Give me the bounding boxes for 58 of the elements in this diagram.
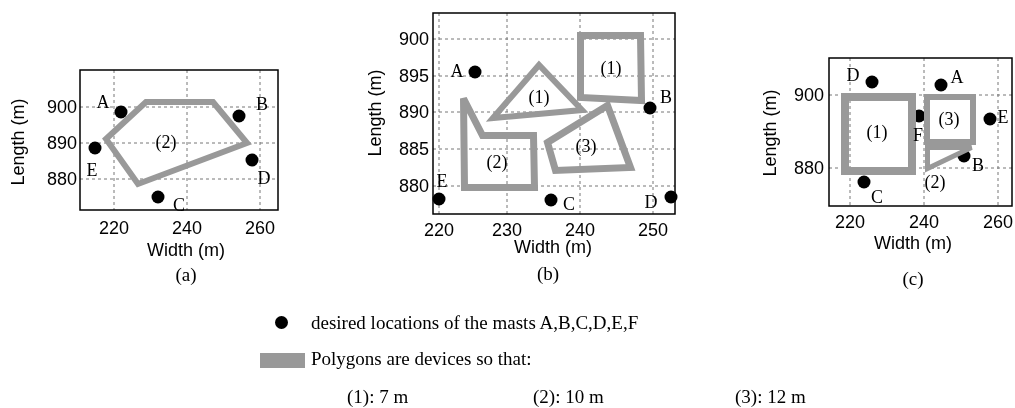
axis-title: Length (m): [366, 69, 384, 157]
point-label: E: [86, 161, 98, 179]
panel-caption: (a): [175, 264, 197, 284]
tick-label: 880: [46, 170, 77, 188]
panel-caption: (c): [902, 268, 924, 288]
polygon-label: (2): [155, 133, 177, 151]
tick-label: 220: [835, 213, 865, 231]
tick-label: 900: [793, 86, 824, 104]
tick-label: 250: [638, 221, 668, 239]
size-note: (2): 10 m: [533, 386, 604, 406]
size-note: (1): 7 m: [347, 386, 409, 406]
point-label: D: [846, 66, 860, 84]
polygon-label: (1): [866, 123, 888, 141]
legend-text: Polygons are devices so that:: [311, 348, 532, 368]
legend-text: desired locations of the masts A,B,C,D,E,F: [311, 312, 639, 332]
point-label: B: [660, 88, 672, 106]
axis-title: Width (m): [874, 234, 952, 252]
point-label: C: [563, 195, 575, 213]
point-label: A: [450, 62, 464, 80]
point-label: A: [96, 93, 110, 111]
point-label: B: [972, 156, 984, 174]
tick-label: 900: [398, 30, 429, 48]
point-label: C: [871, 188, 883, 206]
point-label: E: [436, 172, 448, 190]
axis-title: Length (m): [9, 98, 27, 186]
tick-label: 220: [99, 219, 129, 237]
size-note: (3): 12 m: [735, 386, 806, 406]
tick-label: 260: [983, 213, 1013, 231]
axis-title: Length (m): [761, 89, 779, 177]
point-label: A: [950, 68, 964, 86]
tick-label: 240: [909, 213, 939, 231]
tick-label: 880: [398, 177, 429, 195]
point-label: F: [913, 126, 923, 144]
tick-label: 900: [46, 98, 77, 116]
tick-label: 895: [398, 67, 429, 85]
panel-caption: (b): [536, 263, 560, 283]
tick-label: 240: [565, 221, 595, 239]
polygon-label: (2): [486, 153, 508, 171]
tick-label: 230: [492, 221, 522, 239]
tick-label: 885: [398, 140, 429, 158]
tick-label: 890: [46, 134, 77, 152]
point-label: D: [257, 169, 271, 187]
point-label: B: [256, 95, 268, 113]
tick-label: 260: [245, 219, 275, 237]
polygon-label: (2): [924, 173, 946, 191]
axis-title: Width (m): [147, 241, 225, 259]
polygon-label: (3): [938, 110, 960, 128]
tick-label: 890: [398, 103, 429, 121]
point-label: D: [644, 193, 658, 211]
point-label: E: [997, 108, 1009, 126]
device-polygon: [576, 31, 645, 104]
device-polygon: [924, 94, 976, 145]
polygon-label: (3): [575, 137, 597, 155]
axis-title: Width (m): [514, 238, 592, 256]
tick-label: 220: [424, 221, 454, 239]
tick-label: 880: [793, 159, 824, 177]
tick-label: 240: [172, 219, 202, 237]
polygon-label: (1): [600, 59, 622, 77]
